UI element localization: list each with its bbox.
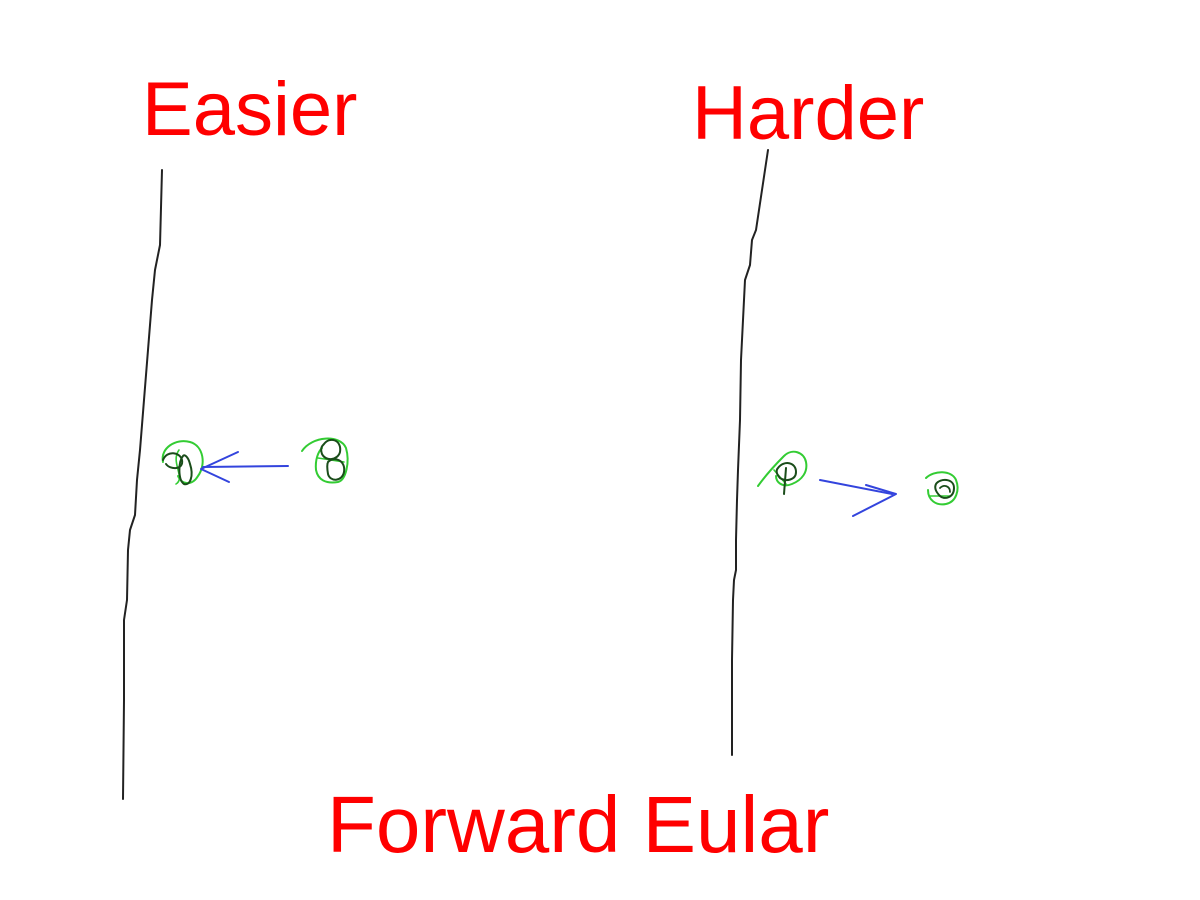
forward-eular-label: Forward Eular	[327, 780, 830, 869]
right-arrow	[819, 479, 897, 517]
harder-label: Harder	[692, 71, 925, 156]
left-particle-near-wall	[161, 440, 204, 486]
right-wall-line	[731, 149, 769, 756]
left-arrow	[200, 451, 289, 483]
easier-label: Easier	[142, 67, 358, 152]
right-particle-near-wall	[757, 450, 808, 495]
left-wall-line	[122, 169, 163, 800]
right-particle-far	[925, 471, 959, 506]
left-particle-right	[301, 437, 349, 484]
